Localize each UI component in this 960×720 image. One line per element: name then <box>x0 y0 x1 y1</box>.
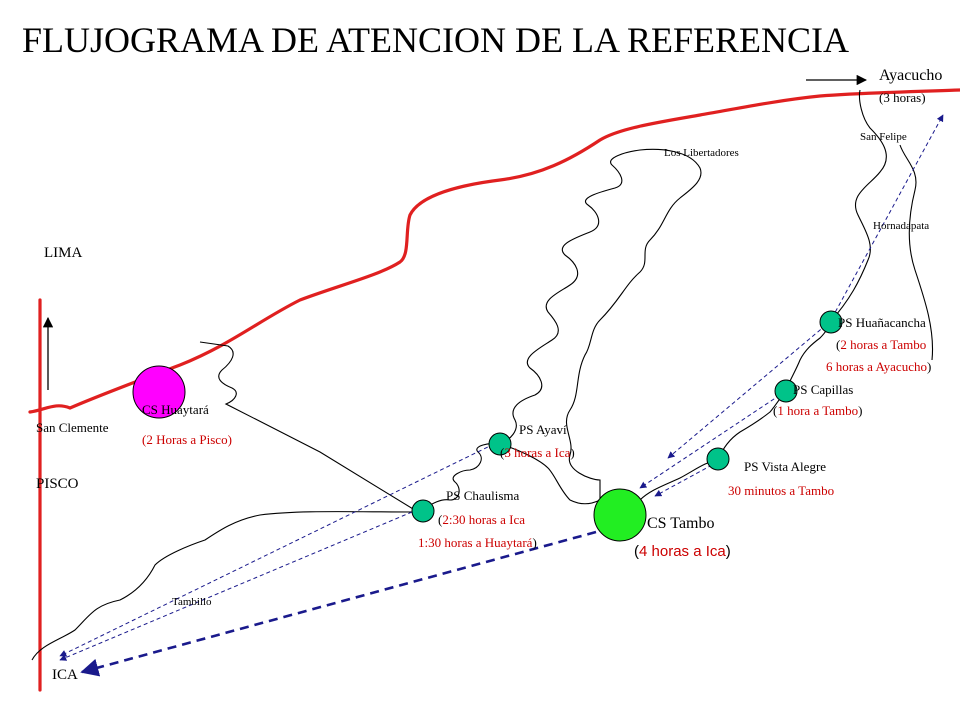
label-ayacucho: Ayacucho <box>879 67 942 84</box>
label-ps-capillas: PS Capillas <box>793 382 853 397</box>
label-lima: LIMA <box>44 245 82 261</box>
label-ps-chaulisma: PS Chaulisma <box>446 488 520 503</box>
label-cs-huaytara-time: (2 Horas a Pisco) <box>142 432 232 447</box>
cs-tambo-node <box>593 488 647 542</box>
label-san-felipe: San Felipe <box>860 131 907 143</box>
ps-huanacancha-node <box>819 310 843 334</box>
label-cs-tambo: CS Tambo <box>647 515 714 532</box>
label-ps-chaulisma-time1: (2:30 horas a Ica <box>438 512 525 527</box>
label-pisco: PISCO <box>36 476 79 492</box>
referral-ayavi-ica <box>59 443 495 657</box>
label-ps-vista-alegre-time: 30 minutos a Tambo <box>728 483 834 498</box>
road-ayavi-libertadores <box>499 148 702 498</box>
label-ps-ayavi: PS Ayaví <box>519 422 567 437</box>
ps-ayavi-node <box>488 432 512 456</box>
label-ica: ICA <box>52 667 78 683</box>
label-ps-huanacancha-time2: 6 horas a Ayacucho) <box>826 359 931 374</box>
label-san-clemente: San Clemente <box>36 420 109 435</box>
road-vista-alegre-capillas <box>717 391 786 461</box>
page-title: FLUJOGRAMA DE ATENCION DE LA REFERENCIA <box>22 20 849 60</box>
label-cs-huaytara: CS Huaytará <box>142 402 209 417</box>
road-chaulisma-ayavi <box>417 442 501 513</box>
label-ps-huanacancha: PS Huañacancha <box>838 315 926 330</box>
road-huanacancha-sanfelipe <box>829 89 887 323</box>
ps-chaulisma-node <box>411 499 435 523</box>
label-ayacucho-time: (3 horas) <box>879 90 926 105</box>
label-cs-tambo-time: (4 horas a Ica) <box>634 543 731 560</box>
label-ps-ayavi-time: (3 horas a Ica) <box>500 445 575 460</box>
road-ica-chaulisma <box>31 511 419 661</box>
label-tambillo: Tambillo <box>172 596 212 608</box>
road-tambo-vista-alegre <box>639 459 719 501</box>
referral-tambo-ica <box>80 530 597 677</box>
ps-vista-alegre-node <box>706 447 730 471</box>
referral-vista-alegre-tambo <box>654 464 713 497</box>
road-ayavi-tambo <box>499 443 601 505</box>
label-ps-huanacancha-time1: (2 horas a Tambo <box>836 337 926 352</box>
cs-huaytara-node <box>132 365 186 419</box>
main-highway <box>28 88 960 414</box>
referral-chaulisma-ica <box>59 511 413 661</box>
label-hornadapata: Hornadapata <box>873 220 929 232</box>
referral-capillas-tambo <box>639 394 781 489</box>
label-ps-capillas-time: (1 hora a Tambo) <box>773 403 863 418</box>
label-ps-chaulisma-time2: 1:30 horas a Huaytará) <box>418 535 537 550</box>
ps-capillas-node <box>774 379 798 403</box>
road-huaytara-chaulisma <box>199 341 419 513</box>
label-ps-vista-alegre: PS Vista Alegre <box>744 459 826 474</box>
label-los-libertadores: Los Libertadores <box>664 147 739 159</box>
referral-huanacancha-ayacucho <box>831 114 944 319</box>
